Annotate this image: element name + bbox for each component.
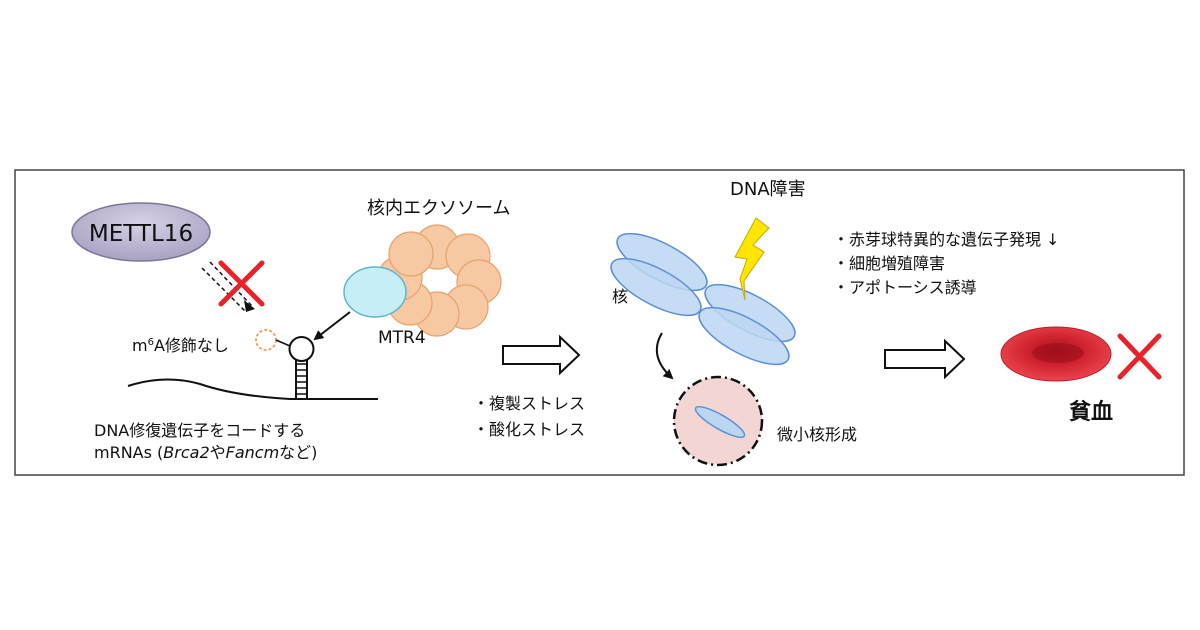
red-blood-cell-icon [1000,326,1112,382]
dna-damage-label: DNA障害 [730,179,806,200]
anemia-cross-icon [1117,333,1162,380]
mtr4-to-rna-arrow [313,311,351,341]
lightning-icon [734,217,770,301]
oxidative-stress-label: ・酸化ストレス [473,420,585,439]
effect-proliferation: ・細胞増殖障害 [833,254,945,273]
exosome-label: 核内エクソソーム [367,198,510,219]
effect-erythroid-gene-expression: ・赤芽球特異的な遺伝子発現↓ [833,230,1059,249]
flow-arrow-1-icon [502,334,581,376]
mtr4-label: MTR4 [378,328,426,348]
nucleus-to-micronucleus-arrow [655,332,674,380]
micronucleus-icon [672,375,764,467]
mettl16-ellipse [71,202,211,262]
mtr4-ellipse [343,266,407,318]
micronucleus-label: 微小核形成 [777,425,857,444]
mrna-caption-line2: mRNAs (Brca2やFancmなど) [94,443,317,462]
replication-stress-label: ・複製ストレス [473,394,585,413]
m6a-label: m6A修飾なし [132,336,229,355]
mrna-caption-line1: DNA修復遺伝子をコードする [94,421,305,440]
effect-apoptosis: ・アポトーシス誘導 [833,278,977,297]
mettl16-label: METTL16 [89,221,193,247]
inhibition-cross-icon [218,260,265,307]
mettl16-to-rna-dashed-arrow [201,261,255,313]
nucleus-icon [610,232,796,366]
diagram-frame [14,169,1185,476]
mtr4-node: MTR4 [343,266,426,348]
flow-arrow-2-icon [884,338,966,380]
mrna-stem-loop [127,336,378,400]
mettl16-node: METTL16 [71,202,211,262]
nucleus-label: 核 [612,287,628,306]
anemia-label: 貧血 [1069,399,1113,425]
